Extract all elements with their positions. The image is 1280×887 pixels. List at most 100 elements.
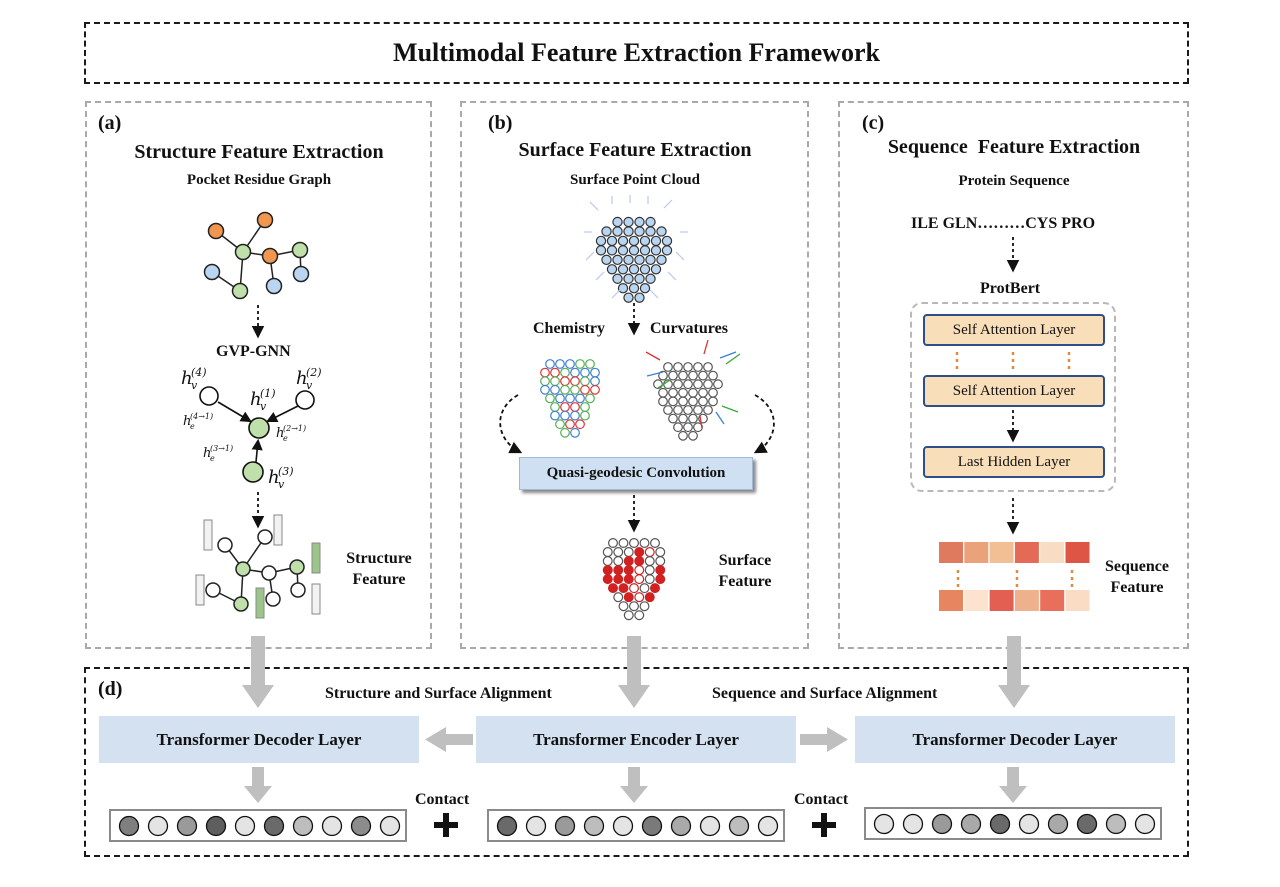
- panel-d-letter: (d): [98, 678, 123, 700]
- chemistry-point: [575, 359, 585, 369]
- surface-point: [634, 226, 645, 237]
- curvature-point: [678, 413, 688, 424]
- surface-point: [617, 283, 629, 294]
- structure-feature-graph: [205, 529, 306, 612]
- curvature-point: [688, 430, 698, 441]
- normal-arrow: [589, 201, 599, 211]
- surface-feature-point: [607, 537, 618, 548]
- surface-point: [634, 216, 645, 228]
- sequence-feature-cell: [1040, 542, 1065, 563]
- e41-symbol: h: [183, 414, 191, 429]
- curvature-point: [693, 379, 703, 390]
- surface-point: [639, 264, 651, 275]
- surface-feature-point: [655, 547, 666, 558]
- surface-point: [650, 264, 662, 275]
- h4-sub: v: [191, 379, 198, 392]
- surface-feature-point: [634, 574, 645, 585]
- curvature-point: [663, 405, 673, 415]
- curvature-point: [663, 362, 673, 372]
- surface-point: [645, 226, 656, 237]
- e31-symbol: h: [203, 446, 211, 461]
- chemistry-point: [580, 384, 590, 395]
- e21-sup: (2→1): [283, 424, 306, 433]
- curvature-point: [678, 396, 688, 407]
- panel-a-subtitle: Pocket Residue Graph: [186, 172, 332, 188]
- arrow-chem-to-conv: [499, 394, 523, 454]
- chemistry-point: [560, 367, 570, 378]
- chemistry-point: [590, 384, 600, 395]
- curvature-point: [683, 379, 693, 390]
- surface-point: [661, 245, 673, 256]
- surface-point: [634, 292, 645, 303]
- contact-vector-dot: [989, 813, 1011, 835]
- chemistry-point: [565, 359, 575, 369]
- surface-feature-point: [628, 537, 639, 548]
- sequence-feature-cell: [964, 542, 989, 563]
- arrow-curv-to-conv: [753, 394, 775, 454]
- surface-point: [623, 273, 634, 284]
- curvature-point: [658, 387, 668, 398]
- surface-feature-point: [644, 547, 655, 558]
- surface-point: [595, 235, 607, 247]
- curvature-point: [698, 387, 708, 398]
- chemistry-point: [560, 402, 570, 412]
- sequence-feature-cell: [1014, 590, 1039, 611]
- curvature-point: [678, 370, 688, 381]
- surface-feature-point: [655, 574, 666, 585]
- surface-feature-point: [649, 583, 660, 594]
- surface-point: [612, 216, 623, 228]
- chemistry-label: Chemistry: [533, 320, 605, 337]
- page-title: Multimodal Feature Extraction Framework: [393, 38, 880, 67]
- normal-arrow: [585, 251, 595, 261]
- surface-point: [628, 235, 640, 247]
- surface-feature-label: Surface Feature: [718, 552, 772, 590]
- surface-point: [623, 226, 634, 237]
- chemistry-point: [545, 359, 555, 369]
- normal-arrow: [649, 289, 659, 299]
- chemistry-point: [560, 410, 570, 421]
- sequence-feature-cell: [1040, 590, 1065, 611]
- surface-feature-point: [623, 610, 634, 621]
- chemistry-point: [550, 402, 560, 412]
- h3-sup: (3): [278, 465, 294, 478]
- curvature-vector: [719, 351, 737, 359]
- contact-vector-dot: [1076, 813, 1098, 835]
- surface-point: [595, 245, 607, 256]
- seq-ellipsis: [956, 570, 1074, 588]
- surface-point: [628, 283, 640, 294]
- surface-feature-point: [607, 583, 618, 594]
- surface-point: [634, 254, 645, 266]
- h4-sup: (4): [191, 366, 207, 379]
- chemistry-point: [550, 384, 560, 395]
- contact-vector-dot: [350, 815, 372, 837]
- curvature-point: [653, 379, 663, 390]
- contact-vector-dot: [496, 815, 518, 837]
- chemistry-point: [575, 393, 585, 404]
- surface-point: [623, 254, 634, 266]
- surface-point: [612, 254, 623, 266]
- chemistry-point: [565, 393, 575, 404]
- plus-icon: [812, 813, 836, 837]
- contact-vector-dot: [118, 815, 140, 837]
- plus-icon: [434, 813, 458, 837]
- curvature-vector: [703, 339, 709, 355]
- surface-feature-point: [623, 592, 634, 603]
- h2-symbol: h: [296, 368, 308, 389]
- gvp-gnn-label: GVP-GNN: [216, 343, 291, 360]
- normal-arrow: [595, 271, 605, 281]
- curvature-point: [713, 379, 723, 390]
- h2-sub: v: [306, 379, 313, 392]
- curvature-point: [668, 396, 678, 407]
- curvature-point: [703, 379, 713, 390]
- chemistry-point: [560, 376, 570, 387]
- panel-b-letter: (b): [488, 112, 513, 134]
- sequence-feature-cell: [989, 542, 1014, 563]
- panel-a-title: Structure Feature Extraction: [134, 141, 384, 163]
- surface-point: [606, 235, 618, 247]
- chemistry-point: [570, 427, 580, 438]
- surface-feature-point: [644, 556, 655, 567]
- chemistry-point: [555, 393, 565, 404]
- surface-point: [612, 226, 623, 237]
- h3-sub: v: [278, 478, 285, 491]
- contact-vector-dot: [612, 815, 634, 837]
